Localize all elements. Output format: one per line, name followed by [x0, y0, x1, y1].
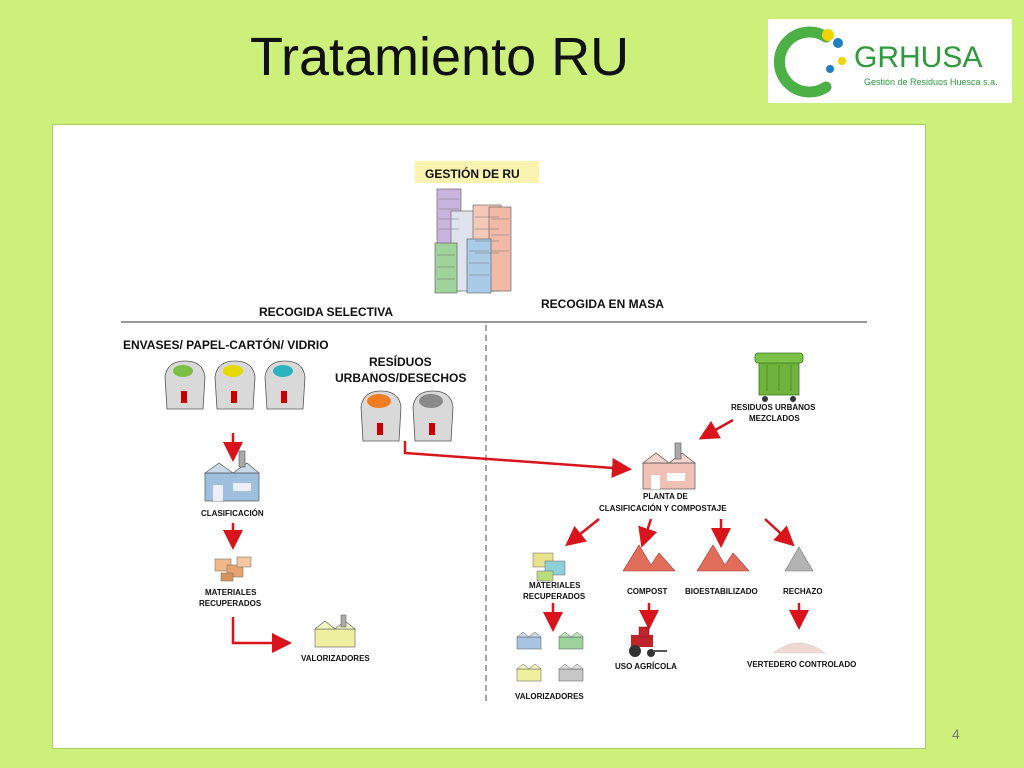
landfill-icon [772, 642, 826, 654]
valorizadores-right-factories-icon [516, 631, 584, 682]
arrow-to-rechazo [764, 518, 795, 547]
materiales-right-line2: RECUPERADOS [523, 592, 586, 601]
compost-label: COMPOST [627, 587, 668, 596]
top-label: GESTIÓN DE RU [425, 166, 520, 181]
arrow-residuos-to-planta [403, 441, 632, 478]
materiales-right-line1: MATERIALES [529, 581, 581, 590]
bioestabilizado-label: BIOESTABILIZADO [685, 587, 758, 596]
right-section-title: RECOGIDA EN MASA [541, 297, 664, 311]
clasificacion-factory-icon [203, 450, 260, 502]
uso-agricola-label: USO AGRÍCOLA [615, 662, 677, 671]
compost-pile-icon [622, 544, 676, 572]
valorizadores-left-factory-icon [314, 614, 356, 648]
materiales-right-boxes-icon [532, 552, 566, 582]
logo-subtitle: Gestión de Residuos Huesca s.a. [864, 77, 998, 87]
residual-bins-icon [360, 390, 454, 442]
arrow-to-materiales-right [565, 518, 600, 547]
planta-factory-icon [641, 442, 697, 490]
arrow-to-valorizadores-left [231, 617, 292, 653]
tractor-icon [629, 626, 667, 657]
diagram-canvas: GESTIÓN DE RU RECOGIDA SELECTIVA RECOGID… [121, 161, 867, 705]
green-container-icon [754, 352, 804, 402]
rechazo-label: RECHAZO [783, 587, 823, 596]
planta-line2: CLASIFICACIÓN Y COMPOSTAJE [599, 504, 727, 513]
materiales-left-line1: MATERIALES [205, 588, 257, 597]
left-section-title: RECOGIDA SELECTIVA [259, 305, 393, 319]
page-number: 4 [952, 726, 960, 742]
residuos-label-line1: RESÍDUOS [369, 354, 432, 369]
recycling-bins-icon [164, 360, 306, 410]
grhusa-logo-mark: GRHUSA Gestión de Residuos Huesca s.a. [773, 26, 998, 98]
materiales-left-line2: RECUPERADOS [199, 599, 262, 608]
mezclados-line1: RESIDUOS URBANOS [731, 403, 816, 412]
arrow-from-mezclados [698, 418, 734, 440]
materiales-left-boxes-icon [214, 556, 252, 582]
logo-name: GRHUSA [854, 41, 982, 74]
company-logo: GRHUSA Gestión de Residuos Huesca s.a. [768, 19, 1012, 103]
clasificacion-label: CLASIFICACIÓN [201, 509, 264, 518]
vertedero-label: VERTEDERO CONTROLADO [747, 660, 856, 669]
left-stream-label: ENVASES/ PAPEL-CARTÓN/ VIDRIO [123, 337, 329, 352]
valorizadores-left-label: VALORIZADORES [301, 654, 370, 663]
planta-line1: PLANTA DE [643, 492, 689, 501]
mezclados-line2: MEZCLADOS [749, 414, 800, 423]
valorizadores-right-label: VALORIZADORES [515, 692, 584, 701]
rechazo-pile-icon [784, 546, 814, 572]
arrow-to-compost [638, 518, 658, 548]
waste-treatment-diagram: GESTIÓN DE RU RECOGIDA SELECTIVA RECOGID… [52, 124, 926, 749]
bioestabilizado-pile-icon [696, 544, 750, 572]
buildings-icon [434, 188, 512, 294]
top-label-box [415, 161, 539, 183]
residuos-label-line2: URBANOS/DESECHOS [335, 371, 466, 385]
slide-title: Tratamiento RU [250, 27, 630, 87]
